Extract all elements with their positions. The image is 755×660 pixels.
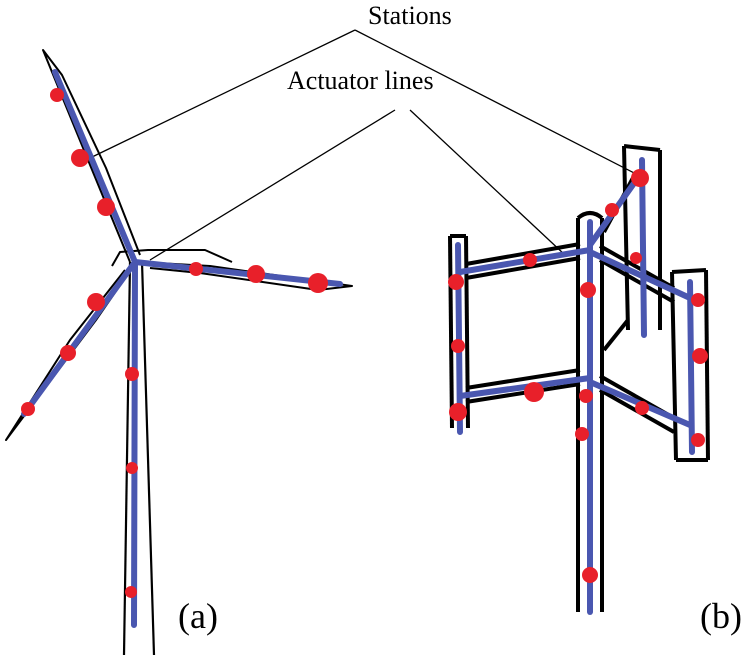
station-marker (87, 293, 105, 311)
station-marker (582, 567, 598, 583)
hawt-actuator-lines (21, 69, 343, 628)
hawt-turbine (5, 49, 353, 656)
vawt-structure (448, 144, 710, 612)
station-marker (523, 253, 537, 267)
station-marker (60, 345, 76, 361)
actuator-line-strut-upper-right (587, 249, 693, 301)
actuator-line-blade-back (639, 157, 647, 338)
stations-label: Stations (368, 1, 452, 30)
vawt-turbine (448, 144, 710, 615)
station-marker (448, 274, 464, 290)
station-marker (97, 198, 115, 216)
station-marker (71, 149, 89, 167)
station-marker (630, 252, 642, 264)
station-marker (308, 273, 328, 293)
leader-lines (89, 29, 641, 261)
station-marker (247, 265, 265, 283)
station-marker (635, 401, 649, 415)
actuator-line-blade-left (21, 259, 138, 417)
actuator-lines-label: Actuator lines (287, 66, 434, 95)
station-marker (125, 367, 139, 381)
nacelle-outline (111, 249, 233, 267)
actuator-line-tower (131, 259, 138, 628)
actuator-leader-right (409, 109, 566, 256)
station-marker (451, 339, 465, 353)
station-marker (50, 88, 64, 102)
stations-leader-left (89, 29, 356, 159)
hawt-stations (21, 88, 328, 598)
station-marker (692, 348, 708, 364)
station-marker (691, 293, 705, 307)
station-marker (189, 262, 203, 276)
blade-outline-up (42, 49, 141, 263)
station-marker (580, 282, 596, 298)
station-marker (21, 402, 35, 416)
vawt-stations (448, 169, 708, 583)
hawt-blade-outlines (5, 49, 353, 441)
panel-b-label: (b) (700, 596, 742, 636)
panel-a-label: (a) (178, 596, 218, 636)
station-marker (449, 403, 467, 421)
actuator-line-strut-lower-left (457, 375, 593, 399)
station-marker (691, 433, 705, 447)
station-marker (579, 389, 593, 403)
station-marker (125, 586, 137, 598)
station-marker (126, 462, 138, 474)
actuator-line-blade-right (132, 259, 343, 287)
hawt-tower (122, 261, 156, 656)
stations-leader-right (354, 29, 641, 177)
actuator-leader-left (149, 109, 396, 261)
station-marker (605, 203, 619, 217)
station-marker (524, 382, 544, 402)
station-marker (575, 427, 589, 441)
actuator-line-blade-up (52, 69, 138, 265)
station-marker (631, 169, 649, 187)
